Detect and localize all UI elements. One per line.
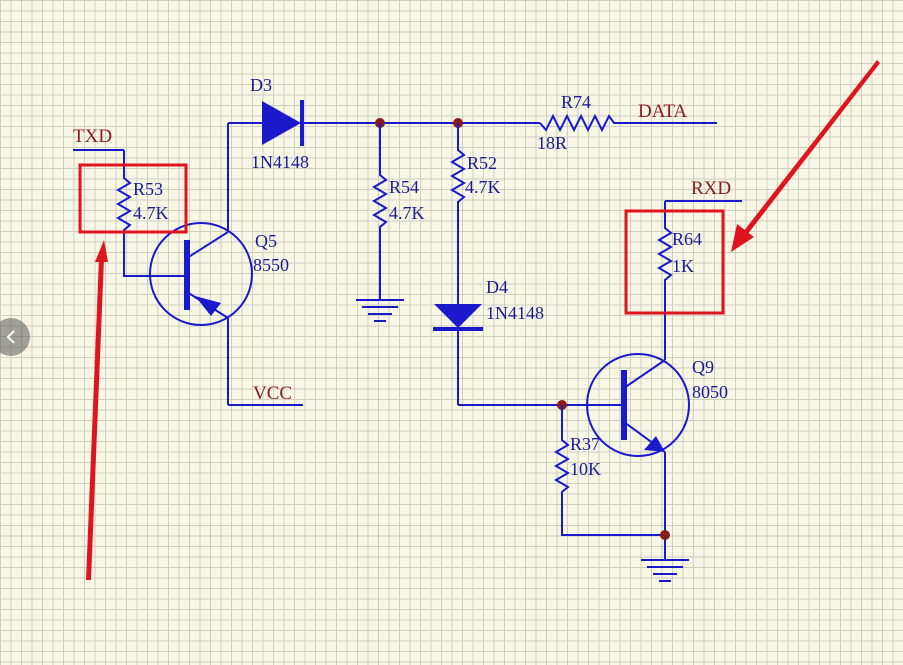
q9-value-label: 8050 <box>692 382 728 402</box>
net-label-vcc: VCC <box>253 383 292 404</box>
q5-ref-label: Q5 <box>255 231 277 251</box>
net-label-txd: TXD <box>73 126 112 147</box>
prev-image-button[interactable] <box>0 318 30 356</box>
rxd-net: RXD <box>665 178 742 202</box>
r52-value-label: 4.7K <box>465 177 501 197</box>
r37-ref-label: R37 <box>570 434 600 454</box>
r54-value-label: 4.7K <box>389 203 425 223</box>
r52-ref-label: R52 <box>467 153 497 173</box>
r37-value-label: 10K <box>570 459 601 479</box>
red-arrow-left <box>86 240 108 580</box>
d4-diode: D4 1N4148 <box>433 277 606 406</box>
r52-resistor: R52 4.7K <box>450 118 501 305</box>
red-arrow-right <box>731 60 880 252</box>
r64-resistor: R64 1K <box>657 201 702 360</box>
r64-ref-label: R64 <box>672 229 702 249</box>
txd-net: TXD <box>73 126 124 151</box>
d3-ref-label: D3 <box>250 75 272 95</box>
q9-transistor: Q9 8050 <box>586 353 728 560</box>
q5-value-label: 8550 <box>253 255 289 275</box>
junction-dot <box>660 530 670 540</box>
r74-resistor: R74 18R DATA <box>537 92 717 153</box>
d3-diode: D3 1N4148 <box>228 75 540 172</box>
r53-value-label: 4.7K <box>133 203 169 223</box>
r74-value-label: 18R <box>537 133 567 153</box>
d4-ref-label: D4 <box>486 277 508 297</box>
chevron-left-icon <box>6 330 15 344</box>
q9-ref-label: Q9 <box>692 357 714 377</box>
r53-resistor: R53 4.7K <box>116 150 169 277</box>
r54-resistor: R54 4.7K <box>372 118 425 300</box>
r37-resistor: R37 10K <box>554 400 665 536</box>
q5-transistor: Q5 8550 VCC <box>149 123 303 406</box>
ground-symbol-2 <box>641 559 689 582</box>
highlight-box-r64 <box>624 209 725 315</box>
d4-value-label: 1N4148 <box>486 303 544 323</box>
r74-ref-label: R74 <box>561 92 591 112</box>
d3-value-label: 1N4148 <box>251 152 309 172</box>
net-label-data: DATA <box>638 101 687 122</box>
r64-value-label: 1K <box>672 256 694 276</box>
ground-symbol-1 <box>356 299 404 322</box>
r53-ref-label: R53 <box>133 179 163 199</box>
r54-ref-label: R54 <box>389 177 419 197</box>
highlight-box-r53 <box>78 163 188 234</box>
net-label-rxd: RXD <box>691 178 731 199</box>
